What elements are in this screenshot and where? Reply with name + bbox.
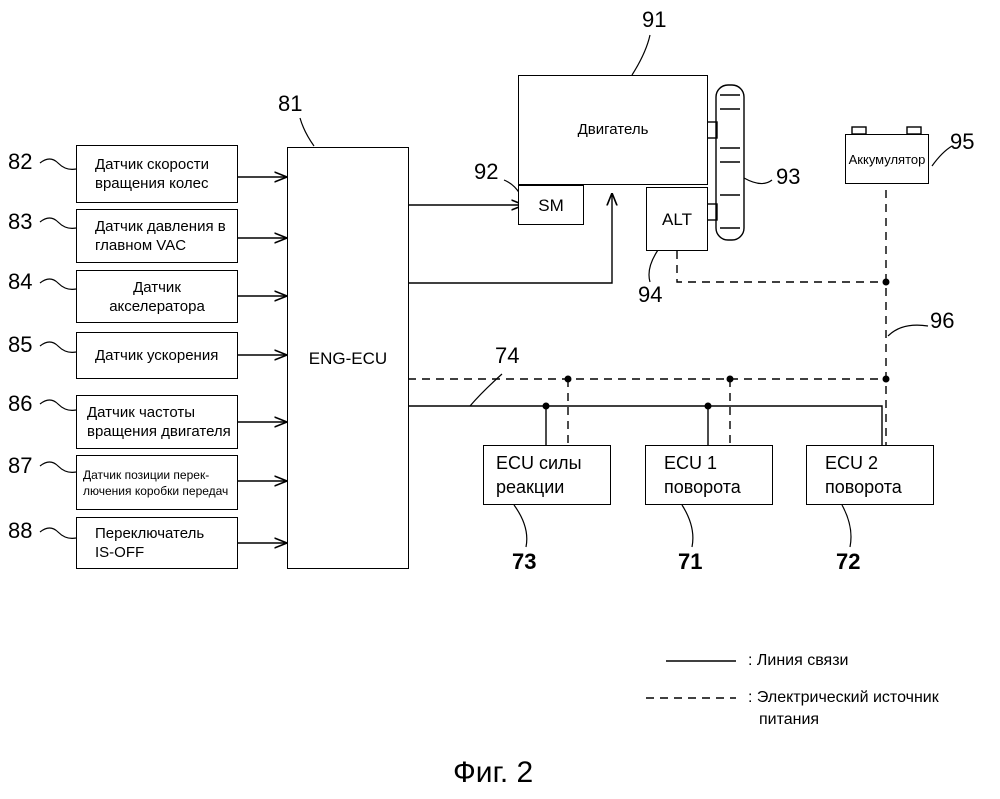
ref-93: 93: [776, 165, 800, 189]
junction-dot: [727, 376, 734, 383]
leader-86: [40, 400, 76, 410]
figure-caption: Фиг. 2: [453, 756, 533, 790]
leader-82: [40, 159, 76, 169]
junction-dot: [543, 403, 550, 410]
leader-88: [40, 528, 76, 538]
sensor-box-88: ПереключательIS-OFF: [76, 517, 238, 569]
starter-box: SM: [518, 185, 584, 225]
sensor-box-84: Датчикакселератора: [76, 270, 238, 323]
junction-dot: [883, 376, 890, 383]
ref-73: 73: [512, 550, 536, 574]
ref-87: 87: [8, 454, 32, 478]
sensor-box-83: Датчик давления вглавном VAC: [76, 209, 238, 263]
ref-72: 72: [836, 550, 860, 574]
battery-terminal-left: [852, 127, 866, 134]
power-alt-link: [677, 251, 886, 282]
engine-box: Двигатель: [518, 75, 708, 185]
ref-91: 91: [642, 8, 666, 32]
ref-81: 81: [278, 92, 302, 116]
sensor-box-87: Датчик позиции перек-лючения коробки пер…: [76, 455, 238, 510]
leader-93: [744, 178, 772, 184]
leader-84: [40, 279, 76, 289]
sensor-box-82: Датчик скоростивращения колес: [76, 145, 238, 203]
ref-96: 96: [930, 309, 954, 333]
leader-71: [682, 505, 693, 547]
battery-terminal-right: [907, 127, 921, 134]
leader-72: [842, 505, 851, 547]
leader-96: [888, 325, 928, 336]
sensor-box-85: Датчик ускорения: [76, 332, 238, 379]
ref-85: 85: [8, 333, 32, 357]
comm-bus-line: [408, 406, 882, 445]
ref-92: 92: [474, 160, 498, 184]
ref-82: 82: [8, 150, 32, 174]
leader-91: [632, 35, 650, 75]
legend-dashed-text-2: питания: [759, 710, 819, 730]
ecu-box-73: ECU силыреакции: [483, 445, 611, 505]
ref-94: 94: [638, 283, 662, 307]
leader-73: [514, 505, 527, 547]
ref-74: 74: [495, 344, 519, 368]
junction-dot: [883, 279, 890, 286]
junction-dot: [565, 376, 572, 383]
alternator-box: ALT: [646, 187, 708, 251]
legend-dashed-text-1: : Электрический источник: [748, 688, 939, 708]
legend-solid-text: : Линия связи: [748, 651, 848, 671]
ref-84: 84: [8, 270, 32, 294]
junction-dot: [705, 403, 712, 410]
leader-85: [40, 342, 76, 352]
ref-86: 86: [8, 392, 32, 416]
ecu-box-71: ECU 1поворота: [645, 445, 773, 505]
ecu-box-72: ECU 2поворота: [806, 445, 934, 505]
battery-box: Аккумулятор: [845, 134, 929, 184]
ref-83: 83: [8, 210, 32, 234]
ref-95: 95: [950, 130, 974, 154]
leader-95: [932, 146, 952, 166]
leader-81: [300, 118, 314, 146]
sensor-box-86: Датчик частотывращения двигателя: [76, 395, 238, 449]
ref-88: 88: [8, 519, 32, 543]
eng-ecu-box: ENG-ECU: [287, 147, 409, 569]
leader-83: [40, 218, 76, 228]
leader-87: [40, 462, 76, 472]
ref-71: 71: [678, 550, 702, 574]
leader-94: [649, 250, 658, 282]
